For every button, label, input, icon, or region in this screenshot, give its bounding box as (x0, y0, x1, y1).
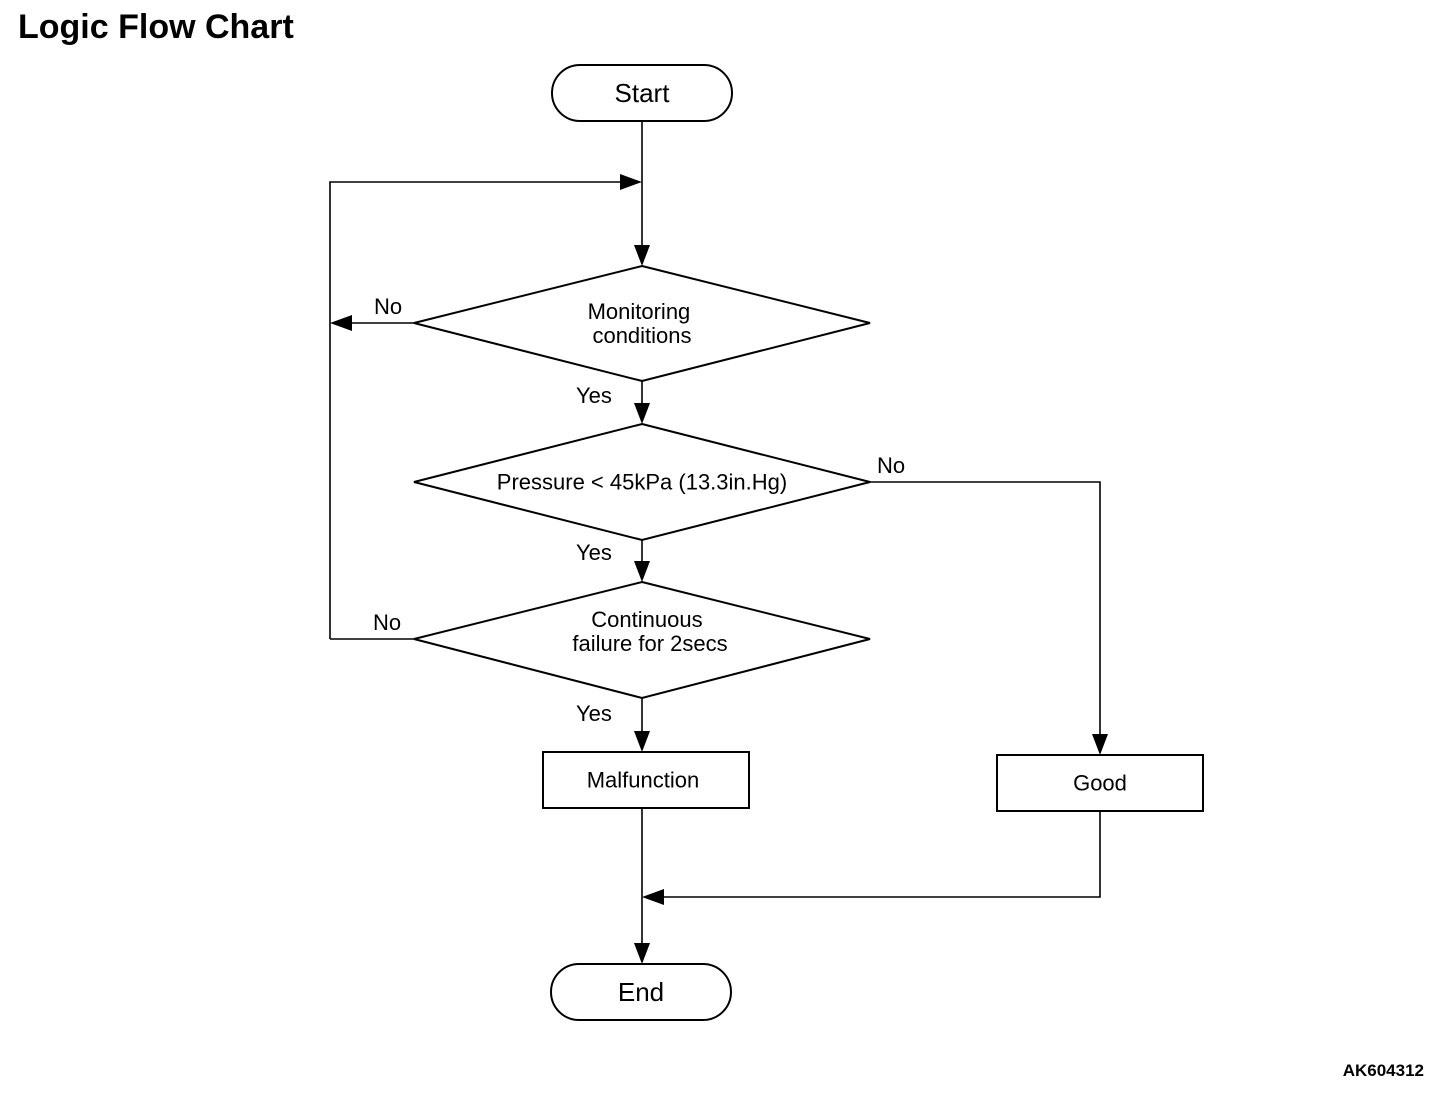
arrowhead-continuous-in (634, 561, 650, 582)
arrowhead-merge (642, 889, 664, 905)
figure-id: AK604312 (1342, 1061, 1424, 1080)
monitoring-conditions-label: Monitoring conditions (588, 299, 697, 348)
good-label: Good (1073, 771, 1127, 796)
monitoring-yes-label: Yes (576, 383, 612, 408)
arrowhead-end-in (634, 943, 650, 964)
arrowhead-monitoring-no (330, 315, 352, 331)
arrowhead-monitoring-in (634, 245, 650, 266)
edges (329, 121, 1108, 964)
good-process: Good (996, 754, 1204, 812)
continuous-failure-label: Continuous failure for 2secs (572, 607, 727, 656)
continuous-no-label: No (373, 610, 401, 635)
continuous-failure-decision: Continuous failure for 2secs (413, 580, 871, 700)
arrowhead-malfunction-in (634, 731, 650, 752)
start-terminator: Start (551, 64, 733, 122)
edge-labels: No Yes No Yes No Yes (373, 294, 905, 726)
monitoring-line-2: conditions (592, 323, 691, 348)
edge-loop-back (329, 181, 622, 639)
continuous-line-2: failure for 2secs (572, 631, 727, 656)
pressure-no-label: No (877, 453, 905, 478)
continuous-yes-label: Yes (576, 701, 612, 726)
edge-good-to-merge (664, 811, 1101, 898)
monitoring-line-1: Monitoring (588, 299, 691, 324)
monitoring-conditions-decision: Monitoring conditions (413, 264, 871, 383)
pressure-decision: Pressure < 45kPa (13.3in.Hg) (413, 422, 871, 542)
page-title: Logic Flow Chart (18, 8, 294, 46)
continuous-line-1: Continuous (591, 607, 702, 632)
pressure-label: Pressure < 45kPa (13.3in.Hg) (497, 470, 787, 495)
monitoring-no-label: No (374, 294, 402, 319)
end-terminator: End (550, 963, 732, 1021)
arrowhead-good-in (1092, 734, 1108, 755)
pressure-yes-label: Yes (576, 540, 612, 565)
start-label: Start (615, 78, 671, 108)
edge-pressure-no (870, 481, 1101, 736)
end-label: End (618, 977, 664, 1007)
malfunction-label: Malfunction (587, 768, 700, 793)
arrowhead-pressure-in (634, 403, 650, 424)
malfunction-process: Malfunction (542, 751, 750, 809)
arrowhead-loop-back (620, 174, 642, 190)
